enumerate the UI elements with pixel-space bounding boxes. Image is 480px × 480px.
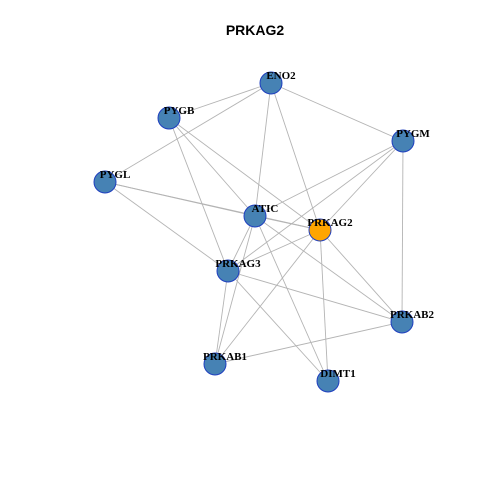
- node-circle-prkab2: [390, 310, 414, 334]
- edge-pygm-prkag3: [227, 140, 404, 272]
- edge-prkag3-prkab1: [214, 270, 229, 365]
- node-prkab1: PRKAB1: [203, 351, 247, 376]
- node-label-pygl: PYGL: [100, 169, 131, 181]
- graph-title: PRKAG2: [226, 22, 285, 38]
- node-label-pygb: PYGB: [164, 105, 195, 117]
- node-prkab2: PRKAB2: [390, 309, 435, 334]
- edge-pygb-atic: [168, 117, 256, 217]
- node-circle-prkab1: [203, 352, 227, 376]
- node-label-pygm: PYGM: [396, 128, 430, 140]
- edge-prkag2-prkab1: [214, 229, 321, 365]
- edge-prkab1-prkab2: [214, 321, 403, 365]
- node-dimt1: DIMT1: [316, 368, 356, 393]
- node-pygb: PYGB: [157, 105, 195, 130]
- node-circle-eno2: [259, 71, 283, 95]
- edge-prkag3-prkab2: [227, 270, 403, 323]
- edge-atic-dimt1: [254, 215, 329, 382]
- node-label-prkag3: PRKAG3: [215, 258, 261, 270]
- node-eno2: ENO2: [259, 70, 296, 95]
- node-label-atic: ATIC: [252, 203, 279, 215]
- edge-atic-prkab1: [214, 215, 256, 365]
- edge-pygl-prkag3: [104, 181, 229, 272]
- node-prkag2: PRKAG2: [307, 217, 353, 242]
- edge-eno2-pygb: [168, 82, 272, 119]
- node-label-eno2: ENO2: [266, 70, 296, 82]
- node-circle-atic: [243, 204, 267, 228]
- node-circle-pygl: [93, 170, 117, 194]
- edge-pygm-atic: [254, 140, 404, 217]
- edge-prkag3-dimt1: [227, 270, 329, 382]
- edge-eno2-prkag2: [270, 82, 321, 231]
- node-circle-pygb: [157, 106, 181, 130]
- edge-prkag2-prkag3: [227, 229, 321, 272]
- node-label-prkab1: PRKAB1: [203, 351, 247, 363]
- edge-eno2-atic: [254, 82, 272, 217]
- node-atic: ATIC: [243, 203, 279, 228]
- edge-pygb-prkag3: [168, 117, 229, 272]
- node-pygl: PYGL: [93, 169, 131, 194]
- node-circle-pygm: [391, 129, 415, 153]
- node-circle-dimt1: [316, 369, 340, 393]
- edge-prkag2-dimt1: [319, 229, 329, 382]
- node-circle-prkag3: [216, 259, 240, 283]
- edge-pygm-prkag2: [319, 140, 404, 231]
- edge-eno2-pygm: [270, 82, 404, 142]
- node-label-prkab2: PRKAB2: [390, 309, 435, 321]
- edge-group: [104, 82, 404, 382]
- node-circle-prkag2: [308, 218, 332, 242]
- edge-atic-prkab2: [254, 215, 403, 323]
- node-label-prkag2: PRKAG2: [307, 217, 353, 229]
- edge-prkag2-prkab2: [319, 229, 403, 323]
- node-prkag3: PRKAG3: [215, 258, 261, 283]
- edge-pygm-prkab2: [401, 140, 404, 323]
- node-pygm: PYGM: [391, 128, 430, 153]
- edge-pygb-prkag2: [168, 117, 321, 231]
- node-label-dimt1: DIMT1: [320, 368, 355, 380]
